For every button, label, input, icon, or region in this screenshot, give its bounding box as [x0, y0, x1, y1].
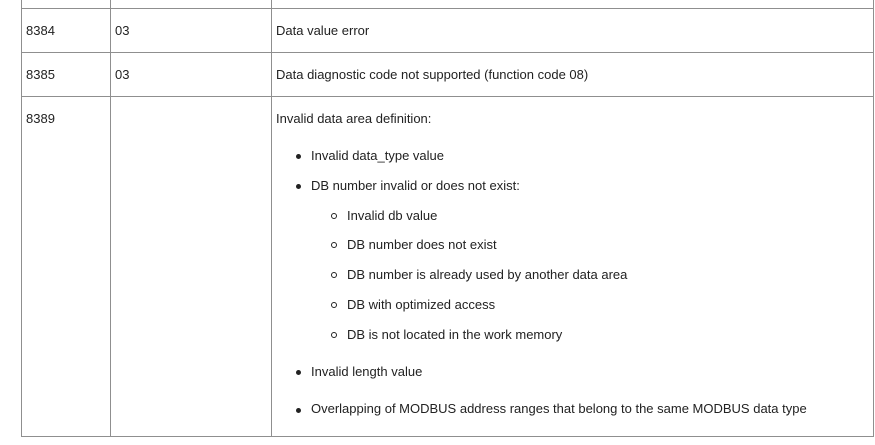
column-border [873, 0, 874, 437]
sub-list-item: DB number does not exist [347, 237, 497, 252]
row-border [21, 436, 874, 437]
bullet-icon [296, 154, 301, 159]
bullet-icon [296, 184, 301, 189]
row-border [21, 52, 874, 53]
column-border [110, 0, 111, 437]
list-item: DB number invalid or does not exist: [311, 178, 520, 193]
circle-bullet-icon [331, 272, 337, 278]
table-cell-description: Invalid data area definition: [276, 111, 432, 126]
circle-bullet-icon [331, 213, 337, 219]
bullet-icon [296, 370, 301, 375]
list-item: Invalid length value [311, 364, 423, 379]
table-cell-code: 8389 [26, 111, 55, 126]
sub-list-item: Invalid db value [347, 208, 438, 223]
circle-bullet-icon [331, 302, 337, 308]
table-cell-exception: 03 [115, 23, 130, 38]
table-cell-description: Data diagnostic code not supported (func… [276, 67, 589, 82]
row-border [21, 96, 874, 97]
bullet-icon [296, 408, 301, 413]
row-border [21, 8, 874, 9]
sub-list-item: DB is not located in the work memory [347, 327, 563, 342]
column-border [271, 0, 272, 437]
table-cell-code: 8385 [26, 67, 55, 82]
list-item: Invalid data_type value [311, 148, 444, 163]
table-cell-exception: 03 [115, 67, 130, 82]
circle-bullet-icon [331, 242, 337, 248]
column-border [21, 0, 22, 437]
sub-list-item: DB with optimized access [347, 297, 496, 312]
circle-bullet-icon [331, 332, 337, 338]
sub-list-item: DB number is already used by another dat… [347, 267, 628, 282]
list-item: Overlapping of MODBUS address ranges tha… [311, 401, 807, 416]
table-cell-code: 8384 [26, 23, 55, 38]
table-cell-description: Data value error [276, 23, 370, 38]
